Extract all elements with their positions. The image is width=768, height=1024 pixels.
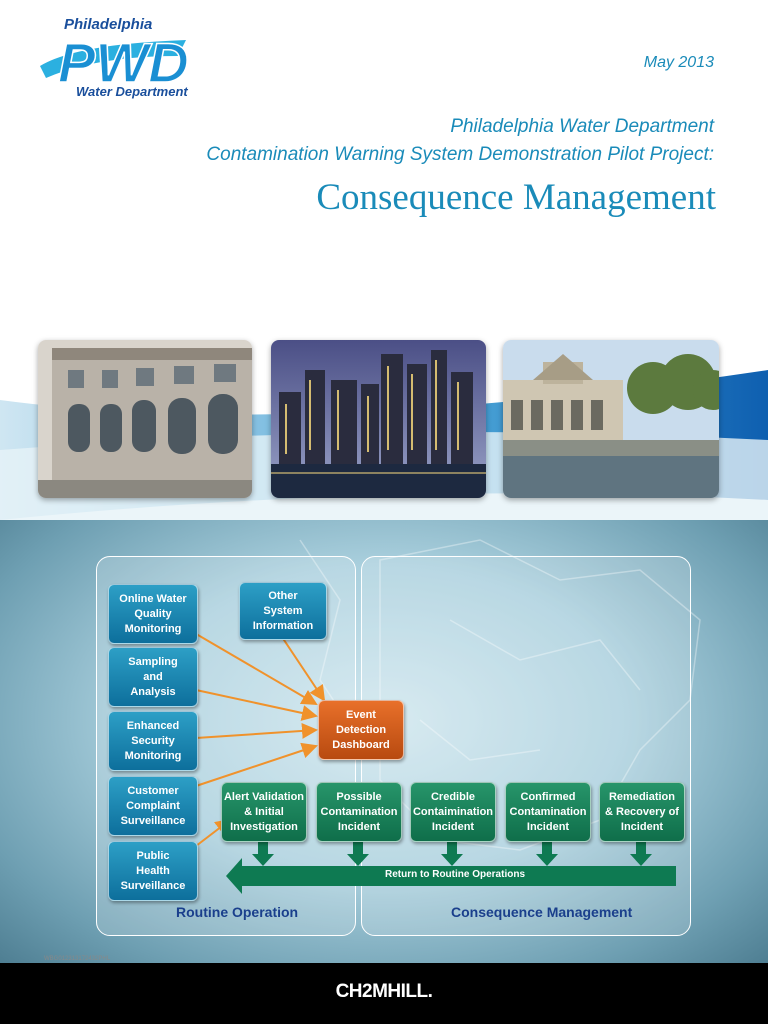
input-online-water-quality: Online Water Quality Monitoring [108, 584, 198, 644]
page-title: Consequence Management [316, 177, 716, 218]
box-label: Online Water Quality Monitoring [119, 592, 187, 635]
photo-city-skyline [271, 340, 486, 498]
report-date: May 2013 [643, 54, 714, 71]
input-sampling-analysis: Sampling and Analysis [108, 647, 198, 707]
input-customer-complaint: Customer Complaint Surveillance [108, 776, 198, 836]
input-enhanced-security: Enhanced Security Monitoring [108, 711, 198, 771]
box-label: Sampling and Analysis [128, 655, 178, 698]
box-label: Possible Contamination Incident [320, 790, 398, 833]
consequence-management-label: Consequence Management [451, 904, 633, 920]
ch2mhill-logo: CH2MHILL. [335, 981, 433, 1002]
stage-alert-validation: Alert Validation & Initial Investigation [221, 782, 307, 842]
box-label: Alert Validation & Initial Investigation [223, 790, 305, 833]
subtitle-line-1: Philadelphia Water Department [450, 116, 714, 137]
subtitle-line-2: Contamination Warning System Demonstrati… [206, 144, 714, 165]
box-label: Customer Complaint Surveillance [120, 784, 186, 827]
box-label: Other System Information [252, 589, 314, 632]
input-public-health: Public Health Surveillance [108, 841, 198, 901]
event-detection-dashboard: Event Detection Dashboard [318, 700, 404, 760]
pwd-logo-mark: PWD [40, 30, 189, 90]
stage-credible-incident: Credible Contaimination Incident [410, 782, 496, 842]
photo-historic-building [38, 340, 252, 498]
box-label: Enhanced Security Monitoring [124, 719, 182, 762]
logo-city-text: Philadelphia [64, 16, 153, 33]
stage-confirmed-incident: Confirmed Contamination Incident [505, 782, 591, 842]
pwd-logo: Philadelphia PWD Water Department [36, 16, 206, 106]
box-label: Event Detection Dashboard [332, 708, 390, 751]
stage-remediation-recovery: Remediation & Recovery of Incident [599, 782, 685, 842]
routine-operation-label: Routine Operation [176, 904, 299, 920]
logo-mark-text: PWD [58, 31, 189, 90]
box-label: Remediation & Recovery of Incident [605, 790, 679, 833]
input-other-system-info: Other System Information [239, 582, 327, 640]
logo-dept-text: Water Department [76, 84, 188, 99]
return-to-routine-label: Return to Routine Operations [385, 869, 525, 880]
photo-waterworks [503, 340, 719, 498]
box-label: Public Health Surveillance [120, 849, 186, 892]
stage-possible-incident: Possible Contamination Incident [316, 782, 402, 842]
box-label: Confirmed Contamination Incident [509, 790, 587, 833]
box-label: Credible Contaimination Incident [412, 790, 494, 833]
document-code: WBG012313172432PHL [44, 956, 111, 962]
footer-bar: WBG012313172432PHL CH2MHILL. [0, 956, 768, 1024]
